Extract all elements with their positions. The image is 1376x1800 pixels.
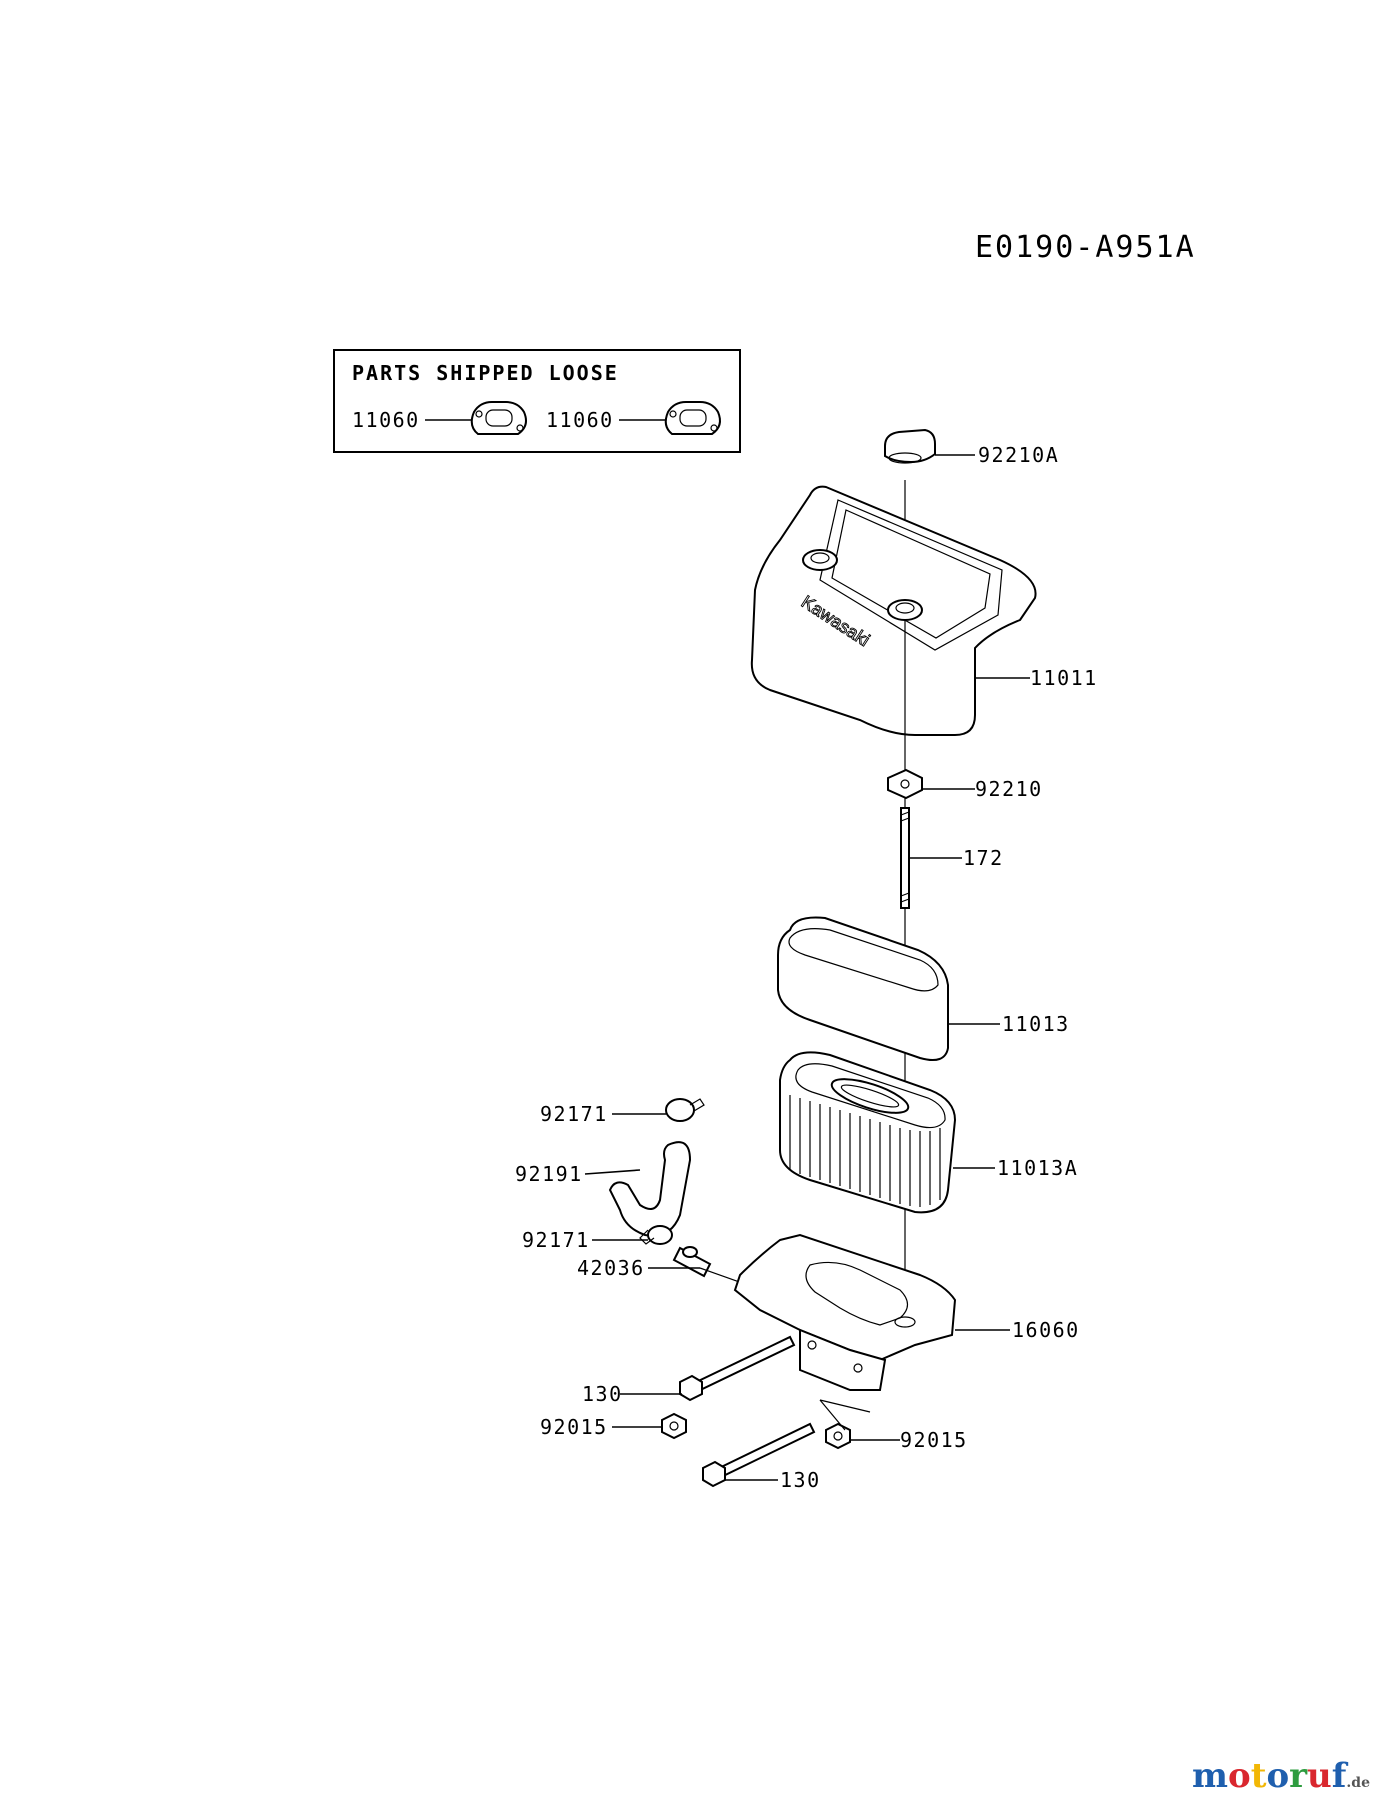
label-16060: 16060: [1012, 1318, 1080, 1342]
label-92171-upper: 92171: [540, 1102, 608, 1126]
label-92015-left: 92015: [540, 1415, 608, 1439]
label-92191: 92191: [515, 1162, 583, 1186]
label-92171-lower: 92171: [522, 1228, 590, 1252]
pre-cleaner: [777, 916, 949, 1061]
gasket-icon: [664, 401, 721, 435]
watermark-letter: f: [1331, 1756, 1347, 1796]
loose-box-title: PARTS SHIPPED LOOSE: [352, 361, 619, 385]
bolt-icon: [679, 1335, 796, 1402]
watermark-letter: o: [1228, 1756, 1251, 1796]
filter-element: [779, 1051, 957, 1214]
hose-clamp-icon: [665, 1098, 705, 1122]
watermark-letter: t: [1250, 1756, 1267, 1796]
label-11013A: 11013A: [997, 1156, 1078, 1180]
gasket-icon: [470, 401, 527, 435]
label-92210: 92210: [975, 777, 1043, 801]
watermark-logo: motoruf.de: [1192, 1756, 1370, 1796]
loose-part-label-2: 11060: [546, 408, 614, 432]
label-92210A: 92210A: [978, 443, 1059, 467]
loose-part-label-1: 11060: [352, 408, 420, 432]
breather-hose: [608, 1141, 692, 1237]
diagram-code: E0190-A951A: [975, 230, 1196, 265]
bolt-icon: [702, 1422, 816, 1488]
breather-fitting-icon: [672, 1246, 712, 1278]
wing-nut-icon: [884, 428, 936, 464]
watermark-letter: m: [1192, 1756, 1229, 1796]
label-130-upper: 130: [582, 1382, 623, 1406]
label-172: 172: [963, 846, 1004, 870]
nut-icon: [825, 1422, 851, 1450]
label-42036: 42036: [577, 1256, 645, 1280]
watermark-letter: o: [1266, 1756, 1290, 1796]
watermark-letter: r: [1289, 1756, 1308, 1796]
nut-icon: [887, 768, 923, 800]
parts-shipped-loose-box: PARTS SHIPPED LOOSE 11060 11060: [333, 349, 741, 453]
stud-icon: [900, 807, 910, 909]
watermark-letter: u: [1307, 1756, 1332, 1796]
watermark-suffix: .de: [1346, 1775, 1370, 1791]
hose-clamp-icon: [639, 1225, 673, 1245]
label-11011: 11011: [1030, 666, 1098, 690]
nut-icon: [661, 1412, 687, 1440]
label-92015-right: 92015: [900, 1428, 968, 1452]
label-130-lower: 130: [780, 1468, 821, 1492]
air-cleaner-cover: Kawasaki: [750, 485, 1037, 736]
label-11013: 11013: [1002, 1012, 1070, 1036]
base-plate: [733, 1233, 957, 1391]
